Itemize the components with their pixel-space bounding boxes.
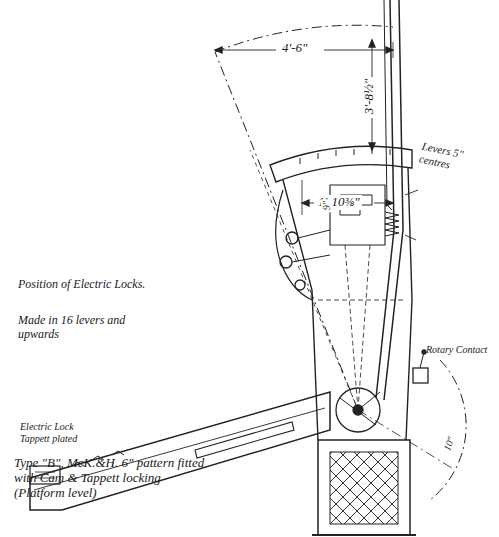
dimension: 4'-6" xyxy=(280,41,310,56)
part-label: Electric Lock Tappett plated xyxy=(20,421,102,444)
note: Levers 5" centres xyxy=(418,140,486,178)
caption: Type "B", McK.&H. 6" pattern fitted with… xyxy=(14,456,214,501)
dimension: 9" xyxy=(321,199,333,212)
note: Made in 16 levers and upwards xyxy=(18,314,158,342)
dimension: 10" xyxy=(441,433,458,454)
dimension: 3'-8½" xyxy=(362,77,377,116)
note: Position of Electric Locks. xyxy=(18,278,145,292)
part-label: Rotary Contact xyxy=(426,344,487,356)
